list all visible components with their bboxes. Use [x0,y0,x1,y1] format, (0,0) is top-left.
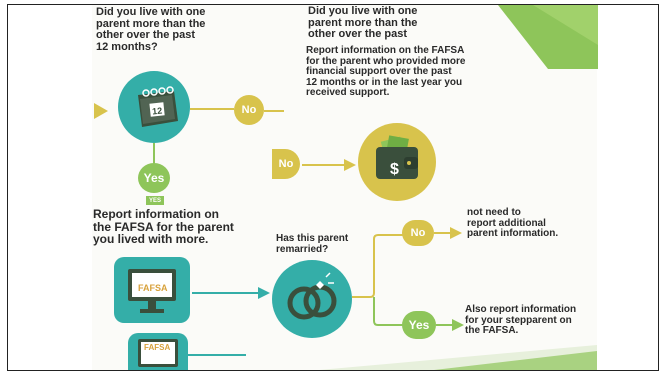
arrow-yes-right [436,319,464,331]
arrow-no-to-wallet [302,159,356,171]
also-report-text: Also report information for your steppar… [465,304,577,336]
infographic-panel: Did you live with one parent more than t… [92,5,598,370]
wallet-icon [376,135,418,179]
green-decoration-bottom [319,345,597,370]
calendar-icon: 12 [138,86,178,127]
computer-monitor-icon-2 [138,339,178,367]
arrow-monitor-to-rings [192,287,270,299]
question-top-text: Did you live with one parent more than t… [308,5,418,41]
arrow-calendar-to-no [190,108,234,110]
report-support-text: Report information on the FAFSA for the … [306,45,470,99]
arrow-no-right-2 [434,227,462,239]
no-badge-1: No [234,95,264,125]
no-need-text: not need to report additional parent inf… [467,207,559,239]
fafsa-label-2: FAFSA [144,343,171,352]
wedding-rings-icon [287,272,337,320]
computer-monitor-icon [128,269,176,313]
yes-badge-2: Yes [402,311,436,339]
yes-badge-1: Yes [138,163,170,193]
yes-small-badge: YES [146,196,164,205]
slide-frame: Did you live with one parent more than t… [7,4,659,371]
green-decoration-top [498,5,598,69]
branch-lines [352,234,408,326]
question-left-text: Did you live with one parent more than t… [96,6,206,53]
arrow-monitor-2 [188,354,246,356]
arrow-calendar-down [153,143,155,165]
report-lived-text: Report information on the FAFSA for the … [93,207,234,247]
fafsa-label-1: FAFSA [138,283,168,293]
remarried-question-text: Has this parent remarried? [276,233,349,255]
no-badge-2: No [272,149,300,179]
no-badge-3: No [402,220,434,246]
calendar-day: 12 [152,105,163,116]
dollar-sign: $ [390,161,399,178]
arrow-into-calendar [94,103,108,119]
arrow-no-right [264,110,284,112]
rings-circle [272,260,352,338]
